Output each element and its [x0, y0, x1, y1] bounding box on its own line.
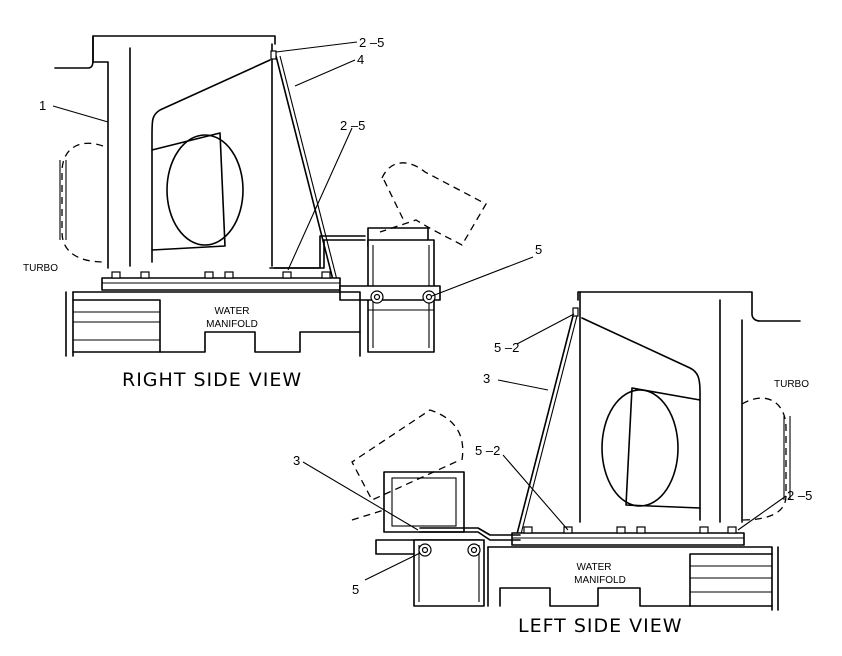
right-turbo	[59, 142, 105, 263]
left-callout-5-2-top: 5 –2	[494, 340, 519, 355]
right-callout-4: 4	[357, 52, 364, 67]
left-base-bolts	[523, 526, 737, 534]
left-turbo-label: TURBO	[774, 379, 809, 390]
left-water-manifold	[487, 546, 779, 611]
left-side-view	[302, 291, 801, 611]
left-callout-2-5: 2 –5	[787, 488, 812, 503]
left-callout-5: 5	[352, 582, 359, 597]
left-manifold-label-1: WATER	[577, 562, 612, 573]
left-hose	[351, 409, 465, 533]
right-hose	[367, 162, 487, 247]
right-callout-2-5-top: 2 –5	[359, 35, 384, 50]
left-callout-3-lower: 3	[293, 453, 300, 468]
right-turbo-label: TURBO	[23, 263, 58, 274]
left-view-title: LEFT SIDE VIEW	[518, 615, 683, 637]
left-callout-5-2-mid: 5 –2	[475, 443, 500, 458]
left-turbo	[741, 397, 791, 521]
right-callout-1: 1	[39, 98, 46, 113]
right-callout-5: 5	[535, 242, 542, 257]
right-side-view	[52, 35, 534, 357]
right-callout-2-5-mid: 2 –5	[340, 118, 365, 133]
right-view-title: RIGHT SIDE VIEW	[122, 369, 302, 391]
right-manifold-label-2: MANIFOLD	[206, 319, 258, 330]
left-callout-3-upper: 3	[483, 371, 490, 386]
right-manifold-label-1: WATER	[215, 306, 250, 317]
left-manifold-label-2: MANIFOLD	[574, 575, 626, 586]
right-base-bolts	[111, 271, 331, 279]
right-water-manifold	[65, 291, 361, 357]
